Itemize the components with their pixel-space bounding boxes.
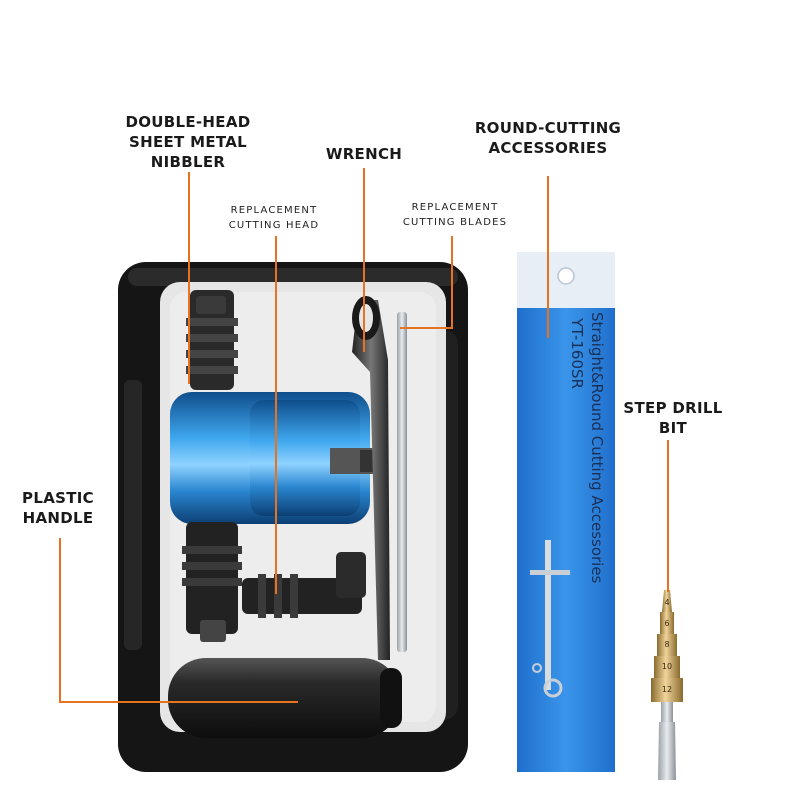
- drill-size-6: 6: [664, 619, 670, 628]
- replacement-blades: [397, 312, 407, 652]
- label-replacement-head: REPLACEMENT CUTTING HEAD: [228, 205, 320, 231]
- sleeve-title: Straight&Round Cutting Accessories: [588, 312, 606, 584]
- label-nibbler: DOUBLE-HEAD SHEET METAL NIBBLER: [125, 113, 251, 171]
- label-round-cutting: ROUND-CUTTING ACCESSORIES: [474, 119, 622, 157]
- replacement-head: [242, 552, 366, 618]
- step-drill-bit: [651, 590, 683, 780]
- drill-size-10: 10: [661, 662, 673, 671]
- label-plastic-handle: PLASTIC HANDLE: [22, 489, 94, 527]
- accessory-sleeve: [517, 252, 615, 772]
- wrench-tool: [352, 296, 390, 660]
- drill-size-8: 8: [664, 640, 670, 649]
- leader-lines: [59, 168, 669, 703]
- sleeve-model: YT-160SR: [568, 318, 586, 389]
- nibbler-tool: [170, 290, 382, 642]
- plastic-handle-item: [168, 658, 402, 738]
- drill-size-4: 4: [664, 598, 670, 607]
- drill-size-12: 12: [661, 685, 673, 694]
- label-replacement-blades: REPLACEMENT CUTTING BLADES: [402, 202, 508, 228]
- label-wrench: WRENCH: [325, 145, 403, 163]
- label-step-drill: STEP DRILL BIT: [623, 399, 723, 437]
